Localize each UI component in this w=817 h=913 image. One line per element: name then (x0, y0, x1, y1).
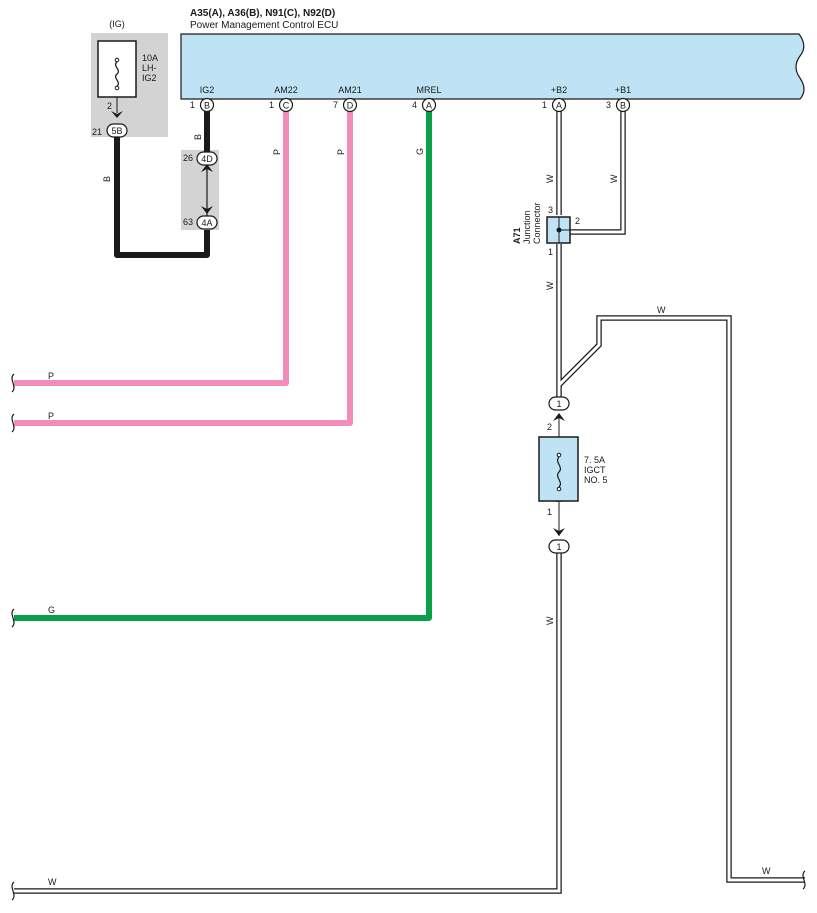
svg-text:7: 7 (333, 100, 338, 110)
svg-text:1: 1 (190, 100, 195, 110)
black-wire-label-lower: B (102, 176, 112, 182)
inline-pin-63: 63 (183, 217, 193, 227)
svg-text:B: B (620, 101, 626, 111)
svg-text:1: 1 (269, 100, 274, 110)
break-icon (802, 870, 806, 890)
white-wires (14, 111, 805, 894)
igct-fuse-name-1: IGCT (584, 465, 606, 475)
igct-pin-top: 2 (547, 422, 552, 432)
ecu-pin-am21: 7 D (333, 97, 358, 113)
ig-fuse-rating: 10A (142, 53, 158, 63)
svg-text:3: 3 (606, 100, 611, 110)
break-icon (11, 373, 15, 393)
pin-name-mrel: MREL (416, 85, 441, 95)
ecu-codes: A35(A), A36(B), N91(C), N92(D) (190, 8, 335, 19)
white-wire-label-4: W (657, 305, 666, 315)
junction-pin-1: 1 (548, 247, 553, 257)
junction-label-1: Junction (522, 210, 532, 244)
pin-name-am22: AM22 (274, 85, 298, 95)
ecu-pin-am22: 1 C (269, 97, 294, 113)
white-wire-label-2: W (609, 174, 619, 183)
svg-text:A: A (426, 101, 432, 111)
pink-wire-label-1: P (272, 149, 282, 155)
junction-node (556, 227, 562, 233)
igct-pin-bottom: 1 (547, 507, 552, 517)
ig-fuse-name-1: LH- (142, 63, 157, 73)
ecu-pin-b2: 1 A (542, 97, 567, 113)
green-wire-mrel (14, 111, 432, 621)
junction-pin-3: 3 (548, 205, 553, 215)
ig-fuse-pin-out: 2 (107, 101, 112, 111)
pin-name-am21: AM21 (338, 85, 362, 95)
pink-wire-label-3: P (48, 371, 54, 381)
svg-text:4D: 4D (201, 154, 213, 164)
ig-fuse-arrow-icon (111, 111, 123, 118)
black-wire-label-upper: B (193, 134, 203, 140)
ig-conn-id: 5B (111, 126, 122, 136)
green-wire-label-1: G (415, 148, 425, 155)
svg-text:1: 1 (542, 100, 547, 110)
ecu-pin-b1: 3 B (606, 97, 631, 113)
pink-wire-label-4: P (48, 411, 54, 421)
ig-group-label: (IG) (109, 19, 125, 29)
igct-fuse-box (538, 436, 579, 502)
svg-text:C: C (283, 101, 290, 111)
ecu-body (180, 33, 805, 100)
svg-text:B: B (204, 101, 210, 111)
white-wire-label-6: W (762, 866, 771, 876)
pink-wire-am21 (14, 111, 353, 426)
igct-arrow-down-icon (553, 528, 565, 536)
inline-conn-4a (196, 215, 218, 230)
break-icon (11, 608, 15, 628)
pink-wire-label-2: P (336, 149, 346, 155)
igct-fuse-symbol (556, 456, 562, 488)
black-wire-lower (114, 137, 210, 258)
inline-conn-4d (196, 151, 218, 166)
white-wire-label-5: W (545, 616, 555, 625)
pin-name-b1: +B1 (615, 85, 631, 95)
igct-arrow-up-icon (553, 413, 565, 421)
inline-pin-26: 26 (183, 153, 193, 163)
pink-wire-am22 (14, 111, 289, 386)
ecu-name: Power Management Control ECU (190, 20, 338, 31)
break-icon (11, 413, 15, 433)
svg-text:A: A (556, 101, 562, 111)
svg-text:4A: 4A (201, 218, 212, 228)
junction-label-2: Connector (532, 202, 542, 244)
white-wire-label-3: W (545, 281, 555, 290)
junction-code: A71 (512, 227, 522, 244)
svg-text:D: D (347, 101, 354, 111)
break-icon (11, 881, 15, 901)
inline-arrow-up-icon (201, 164, 213, 172)
svg-text:1: 1 (556, 542, 561, 552)
junction-pin-2: 2 (575, 216, 580, 226)
pin-name-b2: +B2 (551, 85, 567, 95)
white-wire-label-7: W (48, 877, 57, 887)
splice-connector-bottom (548, 539, 570, 554)
white-wire-label-1: W (545, 174, 555, 183)
svg-text:1: 1 (556, 399, 561, 409)
pin-name-ig2: IG2 (200, 85, 215, 95)
ig-fuse-symbol (114, 61, 120, 87)
igct-fuse-name-2: NO. 5 (584, 475, 608, 485)
ecu-pin-ig2: 1 B (190, 97, 215, 113)
ecu-pin-mrel: 4 A (412, 97, 437, 113)
svg-text:4: 4 (412, 100, 417, 110)
green-wire-label-2: G (48, 605, 55, 615)
splice-connector-top (548, 396, 570, 411)
inline-arrow-down-icon (201, 206, 213, 214)
igct-fuse-rating: 7. 5A (584, 455, 605, 465)
ig-conn-pin: 21 (92, 127, 102, 137)
ig-fuse-name-2: IG2 (142, 73, 157, 83)
